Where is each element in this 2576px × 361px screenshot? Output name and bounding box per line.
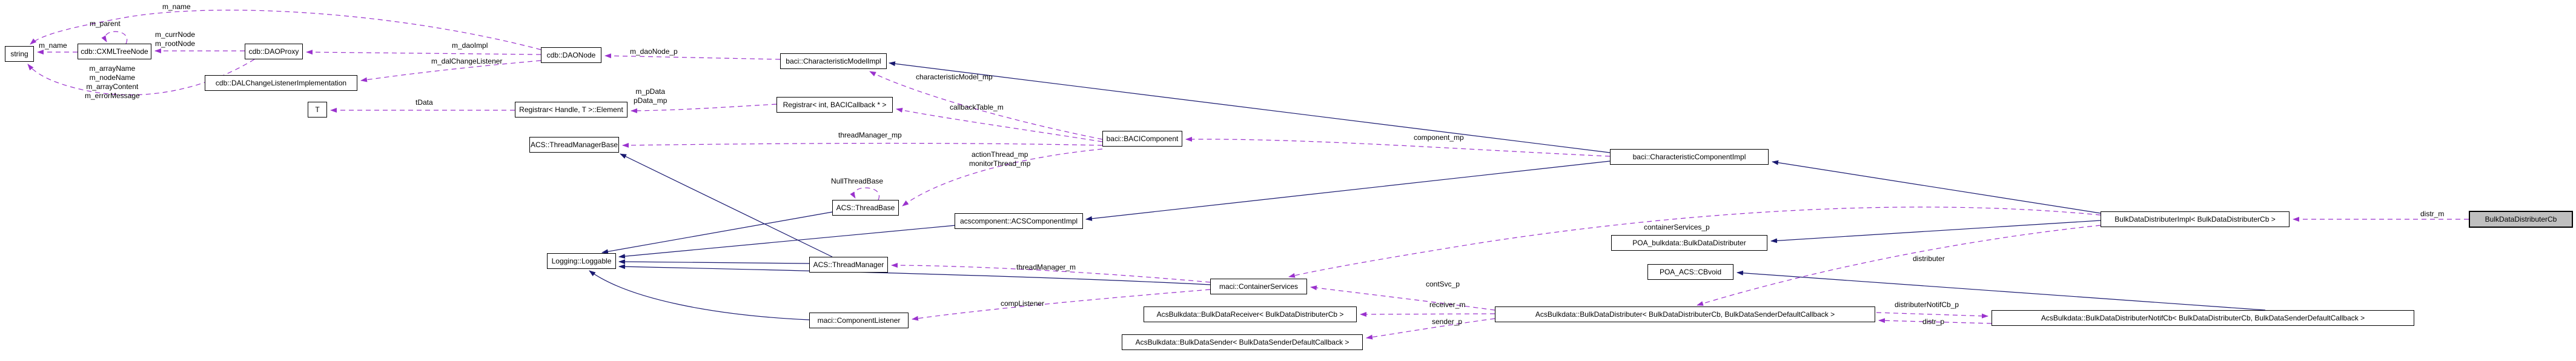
edge-label-distributernotifcb-p: distributerNotifCb_p [1895, 300, 1959, 309]
node-bacicomponent[interactable]: baci::BACIComponent [1102, 131, 1182, 147]
edge-bacicomponent-to-charmodel [869, 71, 1103, 140]
edge-label-m-name-left: m_name [39, 41, 67, 50]
node-regint[interactable]: Registrar< int, BACICallback * > [776, 97, 893, 113]
edge-label-nullthreadbase: NullThreadBase [831, 177, 884, 185]
node-bdreceiver[interactable]: AcsBulkdata::BulkDataReceiver< BulkDataD… [1144, 306, 1357, 322]
node-dalchangelistener[interactable]: cdb::DALChangeListenerImplementation [205, 75, 357, 91]
node-charmodel[interactable]: baci::CharacteristicModelImpl [780, 53, 887, 69]
node-bddimpl[interactable]: BulkDataDistributerImpl< BulkDataDistrib… [2101, 211, 2290, 227]
edge-regint-to-regelement [631, 104, 777, 113]
edge-label-characteristicmodel-mp: characteristicModel_mp [916, 73, 993, 81]
node-acscomponentimpl[interactable]: acscomponent::ACSComponentImpl [955, 213, 1083, 229]
edge-bacicomponent-to-threadmgrbase [622, 142, 1103, 148]
edge-label-contsvc-p: contSvc_p [1426, 280, 1460, 288]
edge-daonode-to-string [30, 10, 541, 50]
node-t[interactable]: T [308, 102, 327, 118]
edge-label-m-daoimpl: m_daoImpl [452, 41, 488, 50]
edge-bddimpl-to-charcomponentimpl [1772, 160, 2101, 214]
edge-label-receiver-m: receiver_m [1429, 300, 1466, 309]
edge-label-distributer: distributer [1913, 254, 1945, 263]
node-notifcb[interactable]: AcsBulkdata::BulkDataDistributerNotifCb<… [1992, 310, 2414, 326]
edge-label-m-currnode-m-rootnode: m_currNode m_rootNode [155, 30, 196, 48]
edge-label-distr-p: distr_p [1922, 317, 1945, 326]
node-string[interactable]: string [5, 46, 34, 62]
edge-label-m-daonode-p: m_daoNode_p [630, 47, 678, 56]
edge-threadmgr-to-loggable [618, 259, 810, 265]
edge-containerservices-to-threadmgr [891, 263, 1211, 283]
node-complistener[interactable]: maci::ComponentListener [809, 313, 909, 328]
edge-charcomponentimpl-to-charmodel [889, 61, 1611, 153]
edge-daonode-to-dalchangelistener [360, 60, 541, 82]
edge-complistener-to-loggable [589, 270, 810, 320]
node-loggable[interactable]: Logging::Loggable [547, 253, 616, 269]
node-bdsender[interactable]: AcsBulkdata::BulkDataSender< BulkDataSen… [1122, 334, 1363, 350]
edge-acsbdd-to-containerservices [1310, 285, 1495, 311]
node-containerservices[interactable]: maci::ContainerServices [1210, 279, 1307, 294]
edge-charcomponentimpl-to-acscomponentimpl [1085, 161, 1611, 221]
edge-label-sender-p: sender_p [1432, 317, 1463, 326]
edge-acsbdd-to-notifcb [1876, 312, 1988, 319]
edge-label-threadmanager-mp: threadManager_mp [838, 131, 902, 139]
edge-label-component-mp: component_mp [1414, 133, 1464, 142]
node-poacbvoid[interactable]: POA_ACS::CBvoid [1647, 264, 1733, 280]
edge-label-threadmanager-m: threadManager_m [1016, 263, 1076, 271]
edge-cxmltreenode-to-cxmltreenode [101, 31, 128, 44]
edge-containerservices-to-complistener [912, 289, 1211, 321]
edge-label-callbacktable-m: callbackTable_m [950, 103, 1004, 111]
edge-label-distr-m: distr_m [2420, 210, 2445, 218]
edge-bddimpl-to-containerservices [1288, 207, 2101, 278]
node-poabulkdistributer[interactable]: POA_bulkdata::BulkDataDistributer [1611, 235, 1767, 251]
edge-threadmgr-to-threadmgrbase [620, 153, 833, 257]
node-daonode[interactable]: cdb::DAONode [541, 47, 601, 63]
node-charcomponentimpl[interactable]: baci::CharacteristicComponentImpl [1610, 149, 1769, 165]
edge-label-m-name-top: m_name [162, 2, 191, 11]
node-threadbase[interactable]: ACS::ThreadBase [832, 200, 899, 216]
edge-charcomponentimpl-to-bacicomponent [1185, 136, 1611, 157]
edge-bddimpl-to-poabulkdistributer [1770, 220, 2101, 243]
node-acsbdd[interactable]: AcsBulkdata::BulkDataDistributer< BulkDa… [1495, 306, 1875, 322]
edge-charmodel-to-daonode [604, 53, 781, 60]
node-regelement[interactable]: Registrar< Handle, T >::Element [515, 102, 627, 118]
node-cxmltreenode[interactable]: cdb::CXMLTreeNode [78, 44, 151, 59]
edge-label-actionthread-monitorthread: actionThread_mp monitorThread_mp [969, 150, 1031, 168]
node-threadmgrbase[interactable]: ACS::ThreadManagerBase [529, 137, 619, 153]
node-daoproxy[interactable]: cdb::DAOProxy [245, 44, 303, 59]
edge-label-m-dalchangelistener: m_dalChangeListener [431, 57, 503, 65]
edge-bddimpl-to-acsbdd [1697, 225, 2101, 306]
edge-label-m-array-group: m_arrayName m_nodeName m_arrayContent m_… [85, 64, 140, 100]
edge-label-complistener: compListener [1001, 299, 1045, 308]
edge-notifcb-to-acsbdd [1878, 318, 1992, 324]
edge-threadbase-to-threadbase [850, 187, 880, 200]
node-threadmgr[interactable]: ACS::ThreadManager [809, 257, 888, 273]
edge-label-m-parent: m_parent [90, 19, 121, 28]
edge-bacicomponent-to-threadbase [902, 148, 1103, 207]
edge-label-m-pdata-pdata-mp: m_pData pData_mp [634, 87, 667, 105]
edge-label-containerservices-p: containerServices_p [1644, 223, 1710, 231]
edge-threadbase-to-loggable [601, 211, 833, 254]
node-maincb: BulkDataDistributerCb [2469, 211, 2573, 228]
edge-containerservices-to-loggable [618, 264, 1211, 285]
edge-label-tdata: tData [416, 98, 433, 107]
edge-bacicomponent-to-regint [896, 107, 1103, 142]
edge-daonode-to-daoproxy [306, 50, 541, 55]
edge-notifcb-to-poacbvoid [1737, 270, 2266, 311]
edge-acsbdd-to-bdsender [1366, 318, 1495, 340]
edge-acscomponentimpl-to-loggable [618, 225, 956, 259]
